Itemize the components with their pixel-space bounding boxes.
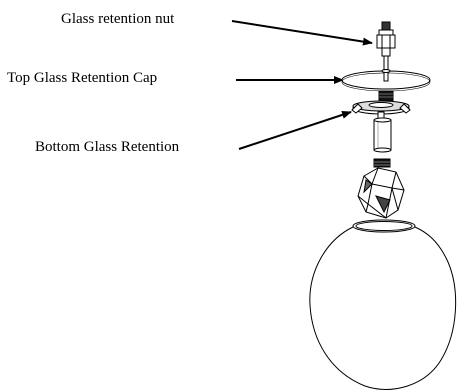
glass-globe-shade-part <box>309 219 457 390</box>
label-bottom-glass-retention: Bottom Glass Retention <box>35 139 180 155</box>
glass-retention-nut-part <box>376 21 396 73</box>
arrow-to-bottom-retention <box>238 111 352 150</box>
bottom-glass-retention-part <box>351 100 411 121</box>
faceted-crystal-part <box>357 158 405 219</box>
arrow-to-nut <box>231 20 373 46</box>
socket-cylinder-part <box>373 117 392 153</box>
top-glass-retention-cap-part <box>341 69 431 92</box>
leader-arrows <box>231 20 373 150</box>
label-glass-retention-nut: Glass retention nut <box>61 11 175 27</box>
threaded-collar-part <box>378 90 394 102</box>
label-top-glass-retention-cap: Top Glass Retention Cap <box>7 70 158 86</box>
